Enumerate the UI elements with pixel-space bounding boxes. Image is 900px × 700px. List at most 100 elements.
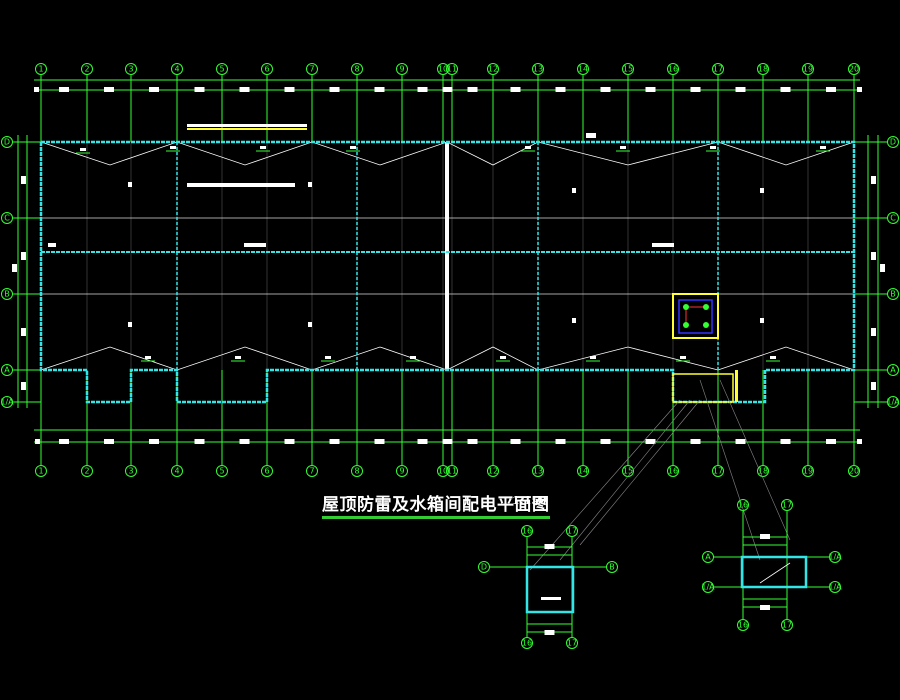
dimension-text bbox=[284, 439, 295, 444]
dimension-text bbox=[857, 439, 862, 444]
detail-leader bbox=[529, 399, 681, 571]
annotation-text bbox=[187, 183, 295, 187]
dimension-text bbox=[149, 439, 159, 444]
axis-bubble bbox=[306, 63, 318, 75]
dimension-text bbox=[34, 87, 39, 92]
axis-label: 1/A bbox=[0, 398, 14, 407]
axis-label: 6 bbox=[264, 65, 269, 74]
axis-label: 16 bbox=[738, 621, 748, 630]
dimension-text bbox=[239, 87, 250, 92]
dimension-text bbox=[21, 176, 26, 184]
axis-label: 2 bbox=[84, 467, 89, 476]
axis-label: 7 bbox=[309, 65, 314, 74]
axis-bubble bbox=[446, 63, 458, 75]
axis-label: 1/A bbox=[828, 583, 842, 592]
axis-bubble bbox=[487, 465, 499, 477]
axis-label: 15 bbox=[623, 65, 633, 74]
axis-bubble bbox=[171, 465, 183, 477]
roof-equipment bbox=[500, 356, 506, 359]
axis-label: 16 bbox=[738, 501, 748, 510]
axis-bubble bbox=[125, 63, 137, 75]
tank-room-inner bbox=[678, 299, 713, 334]
axis-label: D bbox=[4, 138, 10, 147]
axis-label: A bbox=[705, 553, 711, 562]
axis-bubble bbox=[478, 561, 490, 573]
roof-equipment bbox=[820, 146, 826, 149]
tank-fixture bbox=[683, 322, 689, 328]
dimension-text bbox=[510, 439, 521, 444]
axis-bubble bbox=[702, 551, 714, 563]
roof-equipment bbox=[620, 146, 626, 149]
drawing-title: 屋顶防雷及水箱间配电平面图 bbox=[322, 490, 550, 519]
axis-label: 14 bbox=[578, 467, 588, 476]
dimension-text bbox=[104, 439, 114, 444]
roof-equipment bbox=[145, 356, 151, 359]
axis-label: 13 bbox=[533, 65, 543, 74]
dimension-text bbox=[544, 544, 555, 549]
dimension-text bbox=[59, 87, 69, 92]
roof-equipment bbox=[80, 148, 86, 151]
detail-line bbox=[759, 562, 791, 584]
dimension-text bbox=[239, 439, 250, 444]
axis-bubble bbox=[887, 364, 899, 376]
axis-bubble bbox=[802, 63, 814, 75]
axis-bubble bbox=[887, 396, 899, 408]
roof-equipment bbox=[710, 146, 716, 149]
axis-label: 17 bbox=[713, 65, 723, 74]
axis-bubble bbox=[35, 63, 47, 75]
axis-label: 16 bbox=[522, 639, 532, 648]
dimension-text bbox=[871, 382, 876, 390]
axis-label: 6 bbox=[264, 467, 269, 476]
dimension-text bbox=[21, 328, 26, 336]
dimension-text bbox=[104, 87, 114, 92]
axis-bubble bbox=[437, 465, 449, 477]
axis-label: 17 bbox=[567, 527, 577, 536]
axis-label: A bbox=[4, 366, 10, 375]
axis-bubble bbox=[521, 525, 533, 537]
roof-equipment bbox=[770, 356, 776, 359]
axis-bubble bbox=[829, 551, 841, 563]
axis-label: 8 bbox=[354, 65, 359, 74]
dimension-text bbox=[21, 252, 26, 260]
axis-bubble bbox=[35, 465, 47, 477]
label-mark bbox=[48, 243, 56, 247]
dimension-text bbox=[442, 87, 453, 92]
axis-bubble bbox=[622, 63, 634, 75]
axis-bubble bbox=[125, 465, 137, 477]
axis-label: 12 bbox=[488, 467, 498, 476]
axis-label: A bbox=[890, 366, 896, 375]
dimension-text bbox=[510, 87, 521, 92]
axis-label: 1/A bbox=[886, 398, 900, 407]
axis-label: 17 bbox=[713, 467, 723, 476]
axis-label: C bbox=[4, 214, 10, 223]
tank-room bbox=[672, 293, 719, 339]
axis-bubble bbox=[887, 212, 899, 224]
annotation-text bbox=[652, 243, 674, 247]
dimension-text bbox=[12, 264, 17, 272]
dimension-text bbox=[329, 87, 340, 92]
annotation-text bbox=[244, 243, 266, 247]
roof-equipment bbox=[170, 146, 176, 149]
detail-leader bbox=[699, 379, 761, 561]
roof-mark bbox=[760, 318, 764, 323]
roof-mark bbox=[128, 322, 132, 327]
axis-bubble bbox=[781, 499, 793, 511]
dimension-text bbox=[374, 87, 385, 92]
dimension-text bbox=[555, 439, 566, 444]
dimension-text bbox=[467, 87, 478, 92]
axis-bubble bbox=[566, 525, 578, 537]
axis-bubble bbox=[216, 63, 228, 75]
detail-lightning-belt bbox=[740, 555, 808, 589]
dimension-text bbox=[35, 439, 40, 444]
dimension-text bbox=[735, 439, 746, 444]
tank-fixture bbox=[703, 322, 709, 328]
dimension-text bbox=[329, 439, 340, 444]
axis-bubble bbox=[306, 465, 318, 477]
axis-label: 17 bbox=[782, 621, 792, 630]
dimension-text bbox=[467, 439, 478, 444]
axis-bubble bbox=[848, 465, 860, 477]
axis-bubble bbox=[887, 136, 899, 148]
axis-bubble bbox=[712, 465, 724, 477]
axis-label: 17 bbox=[782, 501, 792, 510]
axis-label: 12 bbox=[488, 65, 498, 74]
